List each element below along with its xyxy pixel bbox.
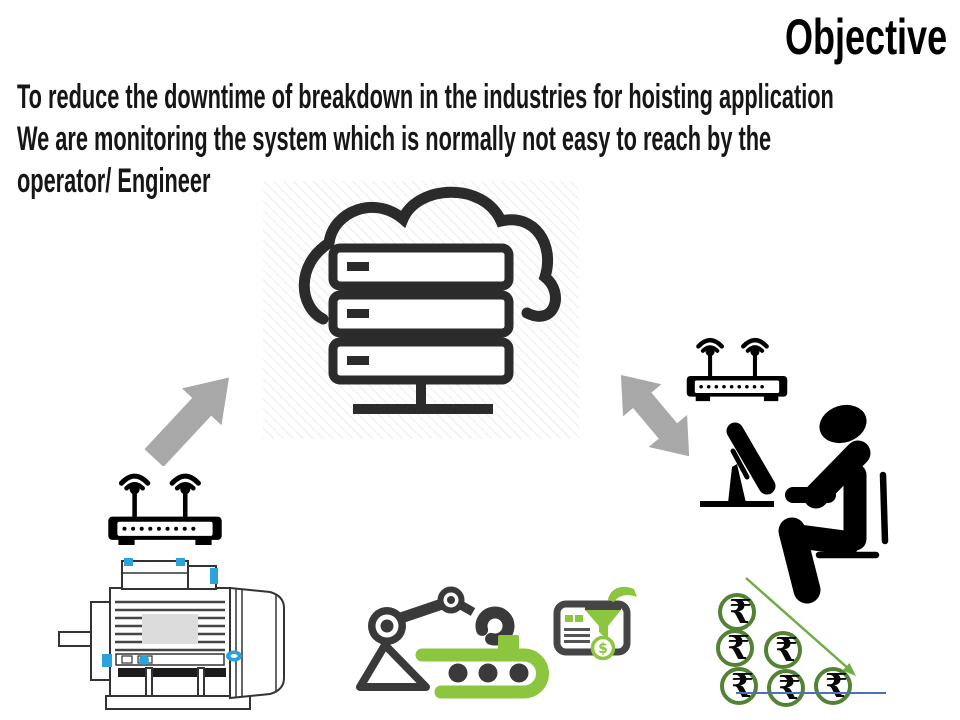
objective-text: To reduce the downtime of breakdown in t…	[17, 76, 834, 202]
double-headed-arrow-icon	[621, 375, 690, 457]
cloud-server-icon	[263, 181, 579, 439]
baseline-rule	[736, 692, 886, 694]
rupee-symbol: ₹	[778, 668, 801, 707]
server-rack-2	[328, 290, 514, 338]
rupee-symbol: ₹	[727, 628, 750, 667]
hand	[608, 586, 637, 602]
person-at-computer-icon	[700, 404, 889, 604]
cloud-server-graphic	[298, 186, 561, 414]
dollar-symbol: $	[598, 641, 608, 657]
chair-back	[879, 471, 889, 545]
decreasing-trend-arrow-icon	[745, 577, 856, 676]
motor-blue-fittings	[102, 558, 218, 667]
conveyor-belt	[415, 648, 549, 699]
funnel	[585, 610, 621, 640]
objective-line-3: operator/ Engineer	[17, 162, 211, 200]
conveyor-box	[498, 635, 519, 650]
rupee-symbol: ₹	[775, 630, 798, 669]
robotic-arm-conveyor-icon	[356, 586, 549, 699]
motor-shaft	[58, 631, 94, 647]
conveyor-rollers	[448, 663, 529, 683]
network-stand	[353, 380, 493, 414]
money-funnel-icon: $	[553, 586, 637, 661]
wifi-router-icon	[686, 337, 788, 402]
electric-motor-illustration	[58, 558, 285, 710]
motor-base	[105, 695, 251, 710]
monitor-screen	[726, 422, 776, 495]
motor-nameplate	[142, 614, 198, 644]
wifi-router-icon	[108, 473, 222, 545]
server-rack-1	[328, 243, 514, 291]
person-head	[819, 404, 867, 444]
page-title: Objective	[784, 9, 947, 65]
rupee-coin-icon: ₹	[764, 631, 802, 669]
objective-line-2: We are monitoring the system which is no…	[17, 120, 772, 158]
up-right-arrow-icon	[144, 377, 230, 466]
rupee-symbol: ₹	[729, 592, 752, 631]
monitor-stand	[728, 464, 746, 503]
dollar-coin	[590, 635, 616, 661]
rupee-coin-icon: ₹	[716, 629, 754, 667]
cloud-outline	[298, 186, 561, 325]
objective-line-1: To reduce the downtime of breakdown in t…	[17, 78, 834, 116]
robot-base-triangle	[356, 641, 430, 691]
wifi-arc	[169, 473, 201, 486]
wifi-arc	[118, 473, 151, 486]
rupee-coin-icon: ₹	[767, 669, 805, 707]
